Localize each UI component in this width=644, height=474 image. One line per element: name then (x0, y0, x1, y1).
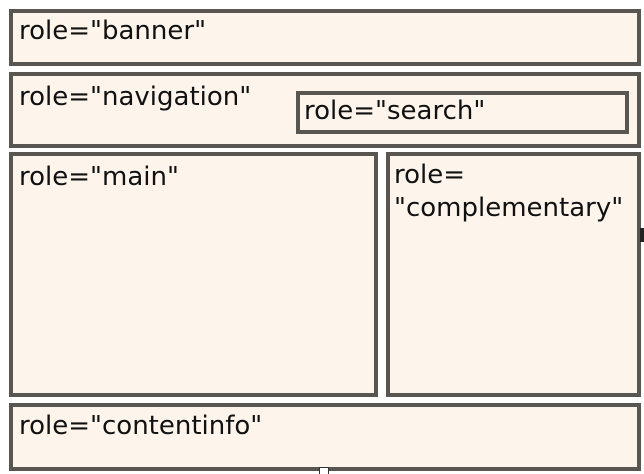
banner-label: role="banner" (19, 16, 207, 46)
main-region: role="main" (9, 152, 378, 397)
search-region: role="search" (296, 91, 629, 134)
navigation-label: role="navigation" (19, 82, 252, 112)
bottom-artifact-mark (319, 467, 329, 474)
contentinfo-region: role="contentinfo" (9, 403, 641, 471)
complementary-label: role= "complementary" (394, 160, 624, 223)
edge-artifact-mark (640, 228, 644, 242)
search-label: role="search" (304, 96, 486, 126)
complementary-region: role= "complementary" (386, 152, 641, 397)
contentinfo-label: role="contentinfo" (19, 411, 263, 441)
main-label: role="main" (19, 162, 179, 192)
banner-region: role="banner" (9, 9, 641, 66)
